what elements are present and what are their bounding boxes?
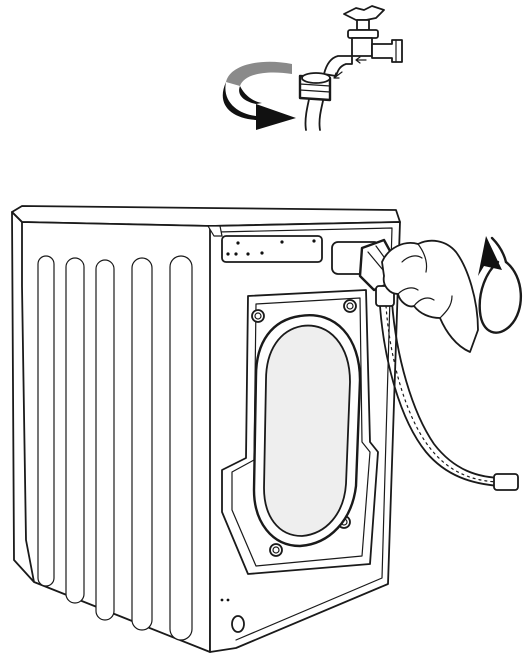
rear-window — [252, 313, 362, 548]
hand — [381, 239, 479, 353]
flow-direction-icon — [333, 56, 367, 79]
tap-body — [323, 29, 403, 77]
washing-machine — [11, 205, 401, 653]
rear-label-strip — [221, 235, 323, 263]
side-ribs — [37, 255, 193, 641]
circular-rotation-arrow-icon — [478, 236, 523, 334]
curved-rotation-arrow-icon — [222, 61, 296, 130]
inlet-hose — [379, 301, 519, 491]
hose-connector-nut — [298, 72, 332, 102]
tap-handle-icon — [343, 5, 385, 31]
tap-assembly — [298, 5, 403, 131]
bottom-hole — [231, 615, 245, 633]
